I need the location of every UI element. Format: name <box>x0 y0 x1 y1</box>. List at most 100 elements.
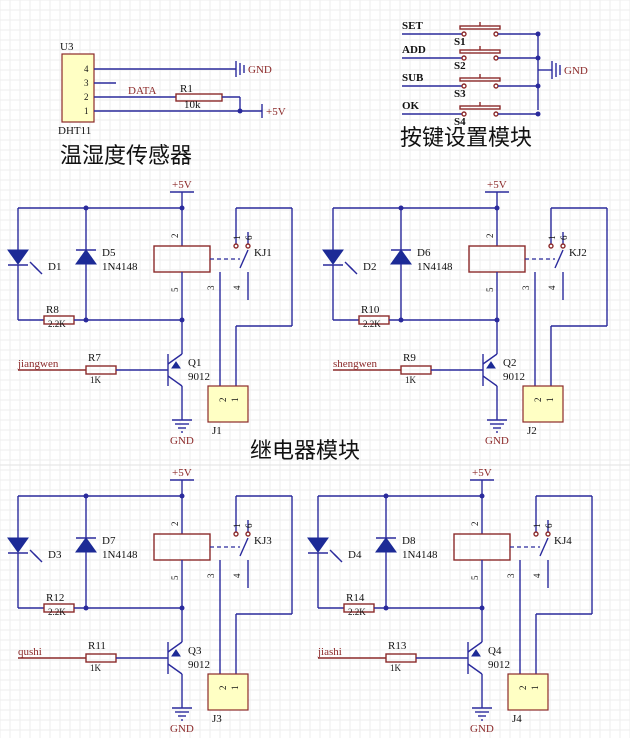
sensor-pin-4: 4 <box>84 64 89 74</box>
connector-ref: J4 <box>512 713 522 725</box>
relay-switch-arm <box>539 537 549 557</box>
vcc-label: +5V <box>172 179 192 191</box>
led-res-value: 2.2K <box>348 607 366 617</box>
key-button-3: SUB S3 <box>402 72 541 100</box>
base-res-ref: R9 <box>403 352 416 364</box>
key-net-label: SUB <box>402 72 424 84</box>
contact-pin-1: 1 <box>232 236 242 241</box>
led-symbol <box>7 537 29 553</box>
connector-pin-2: 2 <box>533 398 543 403</box>
contact-pin-6: 6 <box>544 523 554 528</box>
key-net-label: SET <box>402 20 423 32</box>
sensor-data-net: DATA <box>128 85 157 97</box>
led-res-value: 2.2K <box>48 319 66 329</box>
key-ref: S1 <box>454 36 466 48</box>
flyback-diode-ref: D8 <box>402 535 416 547</box>
led-ref: D3 <box>48 549 62 561</box>
base-res-ref: R7 <box>88 352 101 364</box>
connector-pin-1: 1 <box>230 686 240 691</box>
coil-pin-5: 5 <box>170 575 180 580</box>
key-ref: S3 <box>454 88 466 100</box>
sensor-ref: U3 <box>60 41 74 53</box>
sensor-gnd-label: GND <box>248 64 272 76</box>
led-symbol <box>322 249 344 265</box>
connector-ref: J3 <box>212 713 222 725</box>
vcc-label: +5V <box>172 467 192 479</box>
contact-pin-4: 4 <box>232 285 242 290</box>
contact-pin-3: 3 <box>506 573 516 578</box>
base-res-value: 1K <box>90 663 102 673</box>
led-res-value: 2.2K <box>363 319 381 329</box>
led-ref: D1 <box>48 261 61 273</box>
connector-pin-1: 1 <box>230 398 240 403</box>
contact-pin-6: 6 <box>244 235 254 240</box>
input-net-label: jiangwen <box>17 358 59 370</box>
connector-pin-1: 1 <box>530 686 540 691</box>
connector-body <box>207 385 249 423</box>
connector-ref: J1 <box>212 425 222 437</box>
key-ref: S4 <box>454 116 466 128</box>
base-res-ref: R11 <box>88 640 106 652</box>
sensor-resistor-ref: R1 <box>180 83 193 95</box>
transistor-ref: Q3 <box>188 645 202 657</box>
connector-body <box>522 385 564 423</box>
relay-switch-arm <box>239 249 249 269</box>
contact-pin-4: 4 <box>547 285 557 290</box>
sensor-pin-1: 1 <box>84 106 89 116</box>
transistor-ref: Q4 <box>488 645 502 657</box>
flyback-diode-part: 1N4148 <box>102 261 138 273</box>
contact-pin-3: 3 <box>521 285 531 290</box>
connector-pin-2: 2 <box>218 686 228 691</box>
connector-body <box>207 673 249 711</box>
connector-body <box>507 673 549 711</box>
flyback-diode-ref: D5 <box>102 247 116 259</box>
contact-pin-1: 1 <box>532 524 542 529</box>
flyback-diode-part: 1N4148 <box>102 549 138 561</box>
sensor-pin-2: 2 <box>84 92 89 102</box>
connector-pin-1: 1 <box>545 398 555 403</box>
sensor-module: U3 4 3 2 1 DHT11 GND DATA R1 10k +5V 温湿度… <box>58 41 286 169</box>
input-net-label: qushi <box>18 646 42 658</box>
flyback-diode-symbol <box>390 249 412 265</box>
connector-pin-2: 2 <box>218 398 228 403</box>
led-res-ref: R10 <box>361 304 380 316</box>
relay-coil <box>453 533 511 561</box>
transistor-ref: Q2 <box>503 357 516 369</box>
sensor-resistor-value: 10k <box>184 99 201 111</box>
relay-ref: KJ3 <box>254 535 272 547</box>
base-res-value: 1K <box>405 375 417 385</box>
coil-pin-2: 2 <box>170 234 180 239</box>
coil-pin-5: 5 <box>170 287 180 292</box>
relay-coil <box>153 533 211 561</box>
vcc-label: +5V <box>487 179 507 191</box>
sensor-part-name: DHT11 <box>58 125 91 137</box>
coil-pin-2: 2 <box>170 522 180 527</box>
base-res-ref: R13 <box>388 640 407 652</box>
base-res-value: 1K <box>390 663 402 673</box>
base-res-value: 1K <box>90 375 102 385</box>
transistor-part: 9012 <box>488 659 510 671</box>
coil-pin-2: 2 <box>485 234 495 239</box>
transistor-part: 9012 <box>188 371 210 383</box>
led-symbol <box>7 249 29 265</box>
coil-pin-2: 2 <box>470 522 480 527</box>
key-button-1: SET S1 <box>402 20 541 48</box>
flyback-diode-part: 1N4148 <box>417 261 453 273</box>
connector-ref: J2 <box>527 425 537 437</box>
flyback-diode-ref: D7 <box>102 535 116 547</box>
gnd-label: GND <box>485 435 509 447</box>
contact-pin-4: 4 <box>532 573 542 578</box>
contact-pin-4: 4 <box>232 573 242 578</box>
transistor-ref: Q1 <box>188 357 201 369</box>
key-title: 按键设置模块 <box>400 126 532 151</box>
input-net-label: shengwen <box>333 358 377 370</box>
led-res-ref: R8 <box>46 304 59 316</box>
coil-pin-5: 5 <box>470 575 480 580</box>
